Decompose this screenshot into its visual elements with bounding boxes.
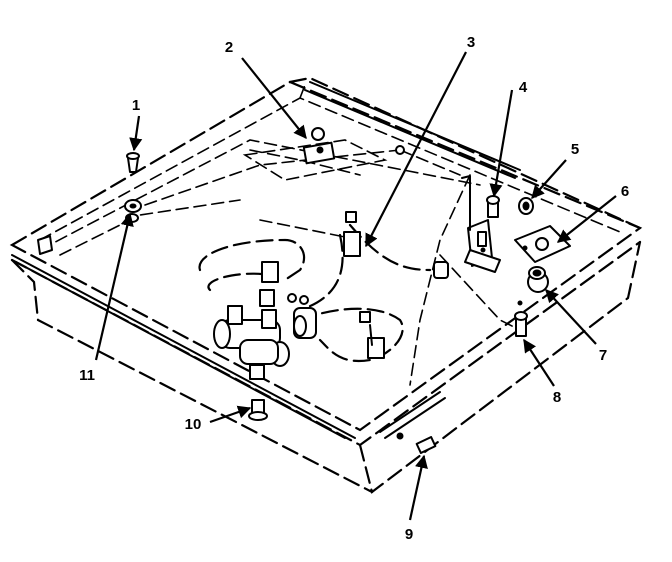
leader-4: [489, 89, 514, 198]
leader-3: [365, 51, 467, 248]
plate-6: [514, 225, 571, 263]
mounting-plate: [242, 127, 388, 181]
callout-4: 4: [519, 79, 528, 96]
screw-4: [486, 195, 500, 218]
leader-1: [129, 115, 143, 152]
screw-1: [126, 152, 140, 173]
leader-6: [556, 195, 617, 243]
leader-9: [408, 454, 428, 521]
screw-9: [396, 432, 437, 454]
leader-5: [531, 159, 567, 199]
callout-1: 1: [132, 97, 140, 114]
washer-5: [518, 197, 534, 215]
callout-10: 10: [185, 416, 202, 433]
callout-8: 8: [553, 389, 561, 406]
screw-8: [514, 300, 528, 337]
leader-10: [209, 405, 252, 424]
callout-3: 3: [467, 34, 475, 51]
callout-9: 9: [405, 526, 413, 543]
front-lip: [11, 81, 521, 439]
callout-7: 7: [599, 347, 607, 364]
callout-6: 6: [621, 183, 629, 200]
foot-10: [248, 399, 268, 421]
hinge-bracket: [461, 175, 501, 273]
callout-2: 2: [225, 39, 233, 56]
valve-assembly: [213, 261, 317, 380]
leader-11: [94, 212, 134, 361]
grommet-7: [527, 266, 549, 293]
leader-7: [545, 289, 597, 345]
leader-8: [523, 338, 555, 387]
leader-2: [241, 57, 307, 140]
callout-11: 11: [79, 367, 95, 384]
tube-clips: [343, 211, 449, 359]
callout-labels: 1 2 3 4 5 6 7 8 9 10 11: [79, 34, 629, 543]
inner-panel: [39, 139, 521, 386]
leader-lines: [94, 51, 617, 521]
left-bracket: [37, 145, 405, 255]
washer-11: [124, 199, 142, 223]
callout-5: 5: [571, 141, 579, 158]
